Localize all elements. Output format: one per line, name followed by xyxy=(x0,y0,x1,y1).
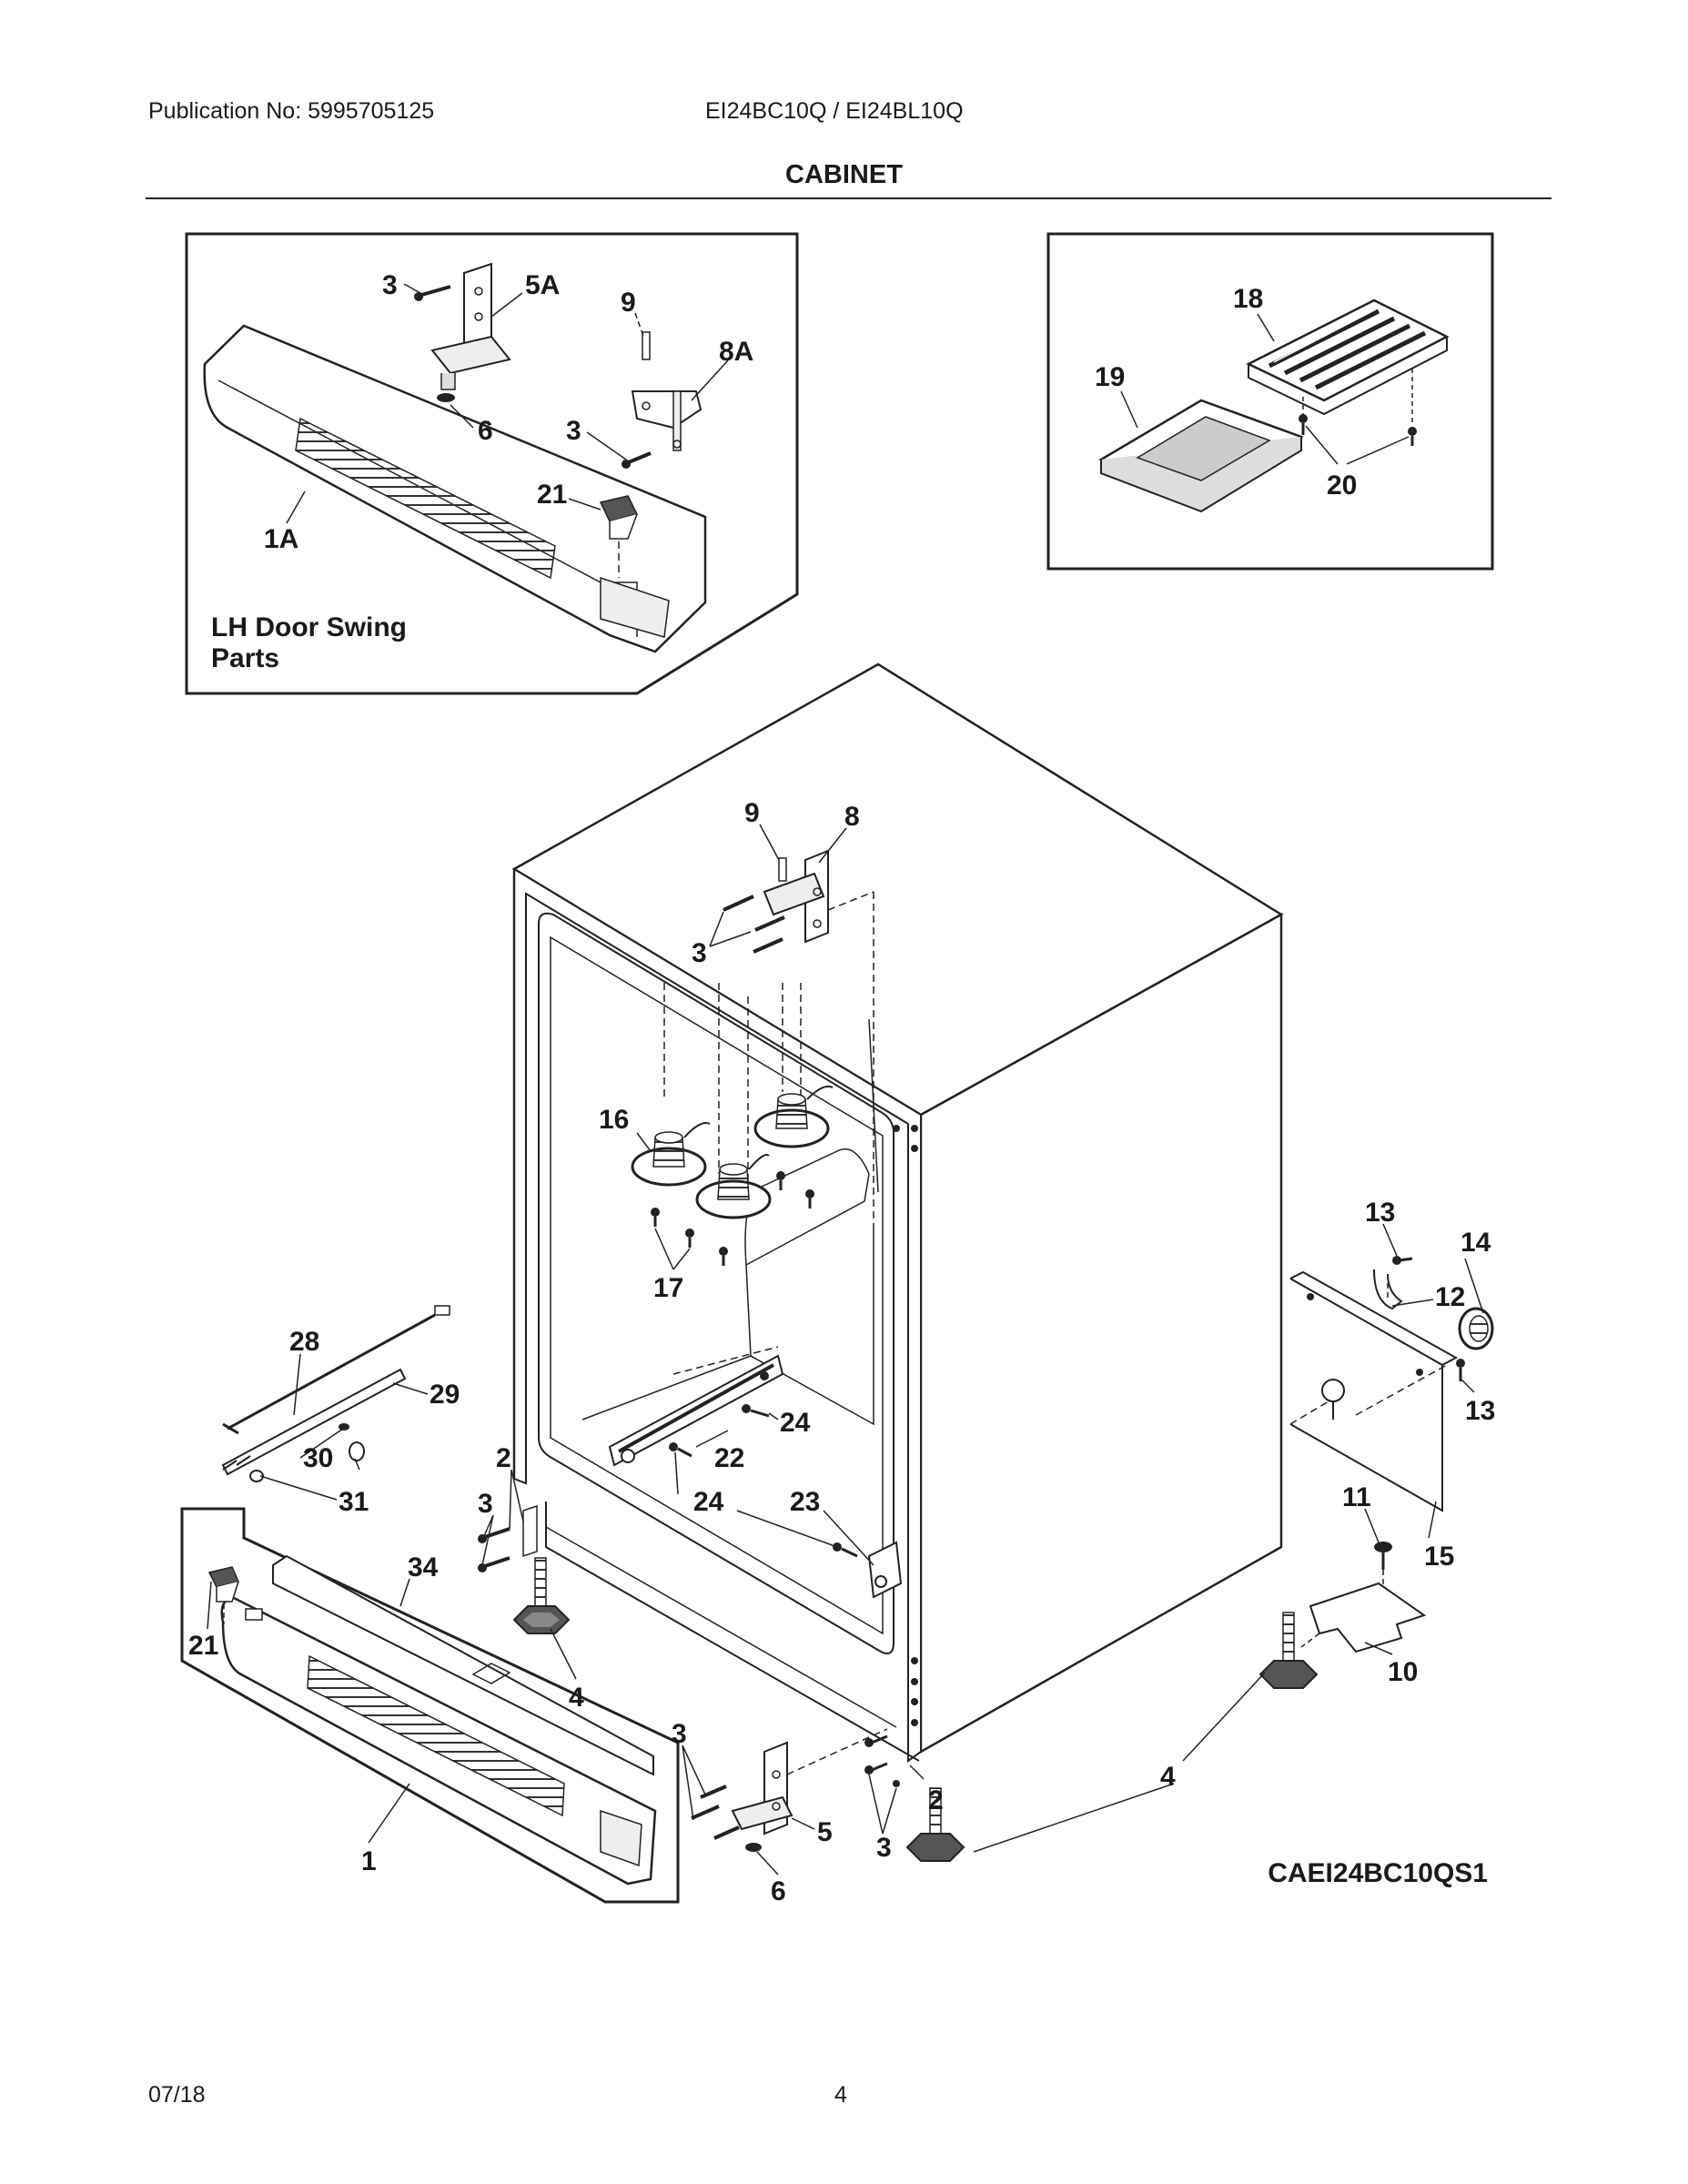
inset-caption-line1: LH Door Swing xyxy=(211,612,407,642)
wire-harness-28 xyxy=(222,1305,450,1435)
label-14: 14 xyxy=(1461,1228,1491,1258)
label-17: 17 xyxy=(653,1273,683,1303)
leveling-leg-right xyxy=(1258,1612,1319,1689)
footer-date: 07/18 xyxy=(148,2082,206,2108)
inset-caption-line2: Parts xyxy=(211,643,279,673)
section-title: CABINET xyxy=(785,160,903,189)
label-6-inset: 6 xyxy=(478,416,493,446)
label-8a: 8A xyxy=(719,337,753,367)
label-20: 20 xyxy=(1327,470,1357,500)
clip-12 xyxy=(1373,1269,1403,1310)
label-21: 21 xyxy=(188,1631,218,1661)
label-21-inset: 21 xyxy=(537,480,567,510)
label-1: 1 xyxy=(361,1846,377,1876)
label-9: 9 xyxy=(744,798,760,828)
screws-13 xyxy=(1392,1256,1465,1381)
leveling-leg-bottom xyxy=(905,1787,965,1862)
screw-11 xyxy=(1374,1542,1392,1588)
label-3-bottom-right: 3 xyxy=(876,1833,892,1863)
label-23: 23 xyxy=(790,1487,820,1517)
trim-34 xyxy=(272,1554,654,1776)
label-31: 31 xyxy=(339,1487,369,1517)
label-5: 5 xyxy=(817,1817,833,1847)
label-3b-inset: 3 xyxy=(566,416,581,446)
label-6: 6 xyxy=(771,1876,786,1906)
label-1a: 1A xyxy=(264,524,298,554)
switch-21-inset xyxy=(599,495,639,578)
screws-20 xyxy=(1299,369,1417,446)
bracket-10 xyxy=(1300,1582,1427,1653)
bottom-hinge-5 xyxy=(691,1728,900,1852)
label-24-bottom: 24 xyxy=(693,1487,724,1517)
screw-3-inset xyxy=(414,285,451,301)
pad-19 xyxy=(1098,399,1304,513)
label-10: 10 xyxy=(1388,1657,1418,1687)
leader-lines xyxy=(207,824,1484,1876)
leveling-leg-left xyxy=(512,1557,571,1634)
page-number: 4 xyxy=(834,2082,847,2108)
label-8: 8 xyxy=(844,802,860,832)
wire-shelf-18 xyxy=(1246,298,1450,416)
hinge-5a xyxy=(430,262,511,402)
label-2-left: 2 xyxy=(496,1443,511,1473)
label-5a: 5A xyxy=(525,270,560,300)
label-11: 11 xyxy=(1342,1482,1371,1512)
rod-29 xyxy=(221,1368,407,1476)
grille-1 xyxy=(180,1507,680,1904)
lh-door-swing-inset: 3 5A 9 8A 6 3 21 1A LH Door Swing Parts xyxy=(185,232,799,695)
glide-rail-23 xyxy=(833,1541,903,1599)
glide-rail-22 xyxy=(608,1346,784,1467)
label-34: 34 xyxy=(408,1552,439,1582)
label-18: 18 xyxy=(1233,284,1263,314)
label-13-top: 13 xyxy=(1365,1198,1395,1228)
diagram-code: CAEI24BC10QS1 xyxy=(1268,1858,1488,1888)
plate-15 xyxy=(1289,1270,1459,1512)
screws-17 xyxy=(651,1171,814,1266)
header-rule xyxy=(146,197,1552,199)
label-9-inset: 9 xyxy=(621,288,636,318)
left-hinge-screws xyxy=(478,1504,538,1572)
grille-1a xyxy=(203,324,707,653)
knob-14 xyxy=(1458,1307,1494,1350)
publication-number: Publication No: 5995705125 xyxy=(148,98,435,124)
label-28: 28 xyxy=(289,1327,319,1357)
label-15: 15 xyxy=(1424,1542,1454,1572)
lights-16 xyxy=(631,983,834,1266)
label-16: 16 xyxy=(599,1105,629,1135)
label-19: 19 xyxy=(1095,362,1125,392)
label-3-inset: 3 xyxy=(382,270,398,300)
parts-30-31 xyxy=(249,1423,365,1482)
label-24-top: 24 xyxy=(780,1408,811,1438)
label-22: 22 xyxy=(714,1443,744,1473)
label-3-left: 3 xyxy=(478,1489,493,1519)
bracket-8a xyxy=(622,331,702,469)
shelf-inset: 18 19 20 xyxy=(1046,232,1494,571)
model-numbers: EI24BC10Q / EI24BL10Q xyxy=(705,98,964,124)
label-12: 12 xyxy=(1435,1282,1465,1312)
label-4-right: 4 xyxy=(1160,1762,1176,1792)
label-30: 30 xyxy=(303,1443,333,1473)
label-13-bottom: 13 xyxy=(1465,1396,1495,1426)
cabinet-body xyxy=(511,662,1284,1763)
label-3-bottom: 3 xyxy=(672,1719,687,1749)
label-3-top: 3 xyxy=(692,938,707,968)
top-hinge-8 xyxy=(723,849,874,1228)
label-2-bottom: 2 xyxy=(928,1785,944,1815)
label-4-left: 4 xyxy=(569,1683,584,1713)
label-29: 29 xyxy=(430,1380,460,1410)
switch-21 xyxy=(207,1566,263,1624)
